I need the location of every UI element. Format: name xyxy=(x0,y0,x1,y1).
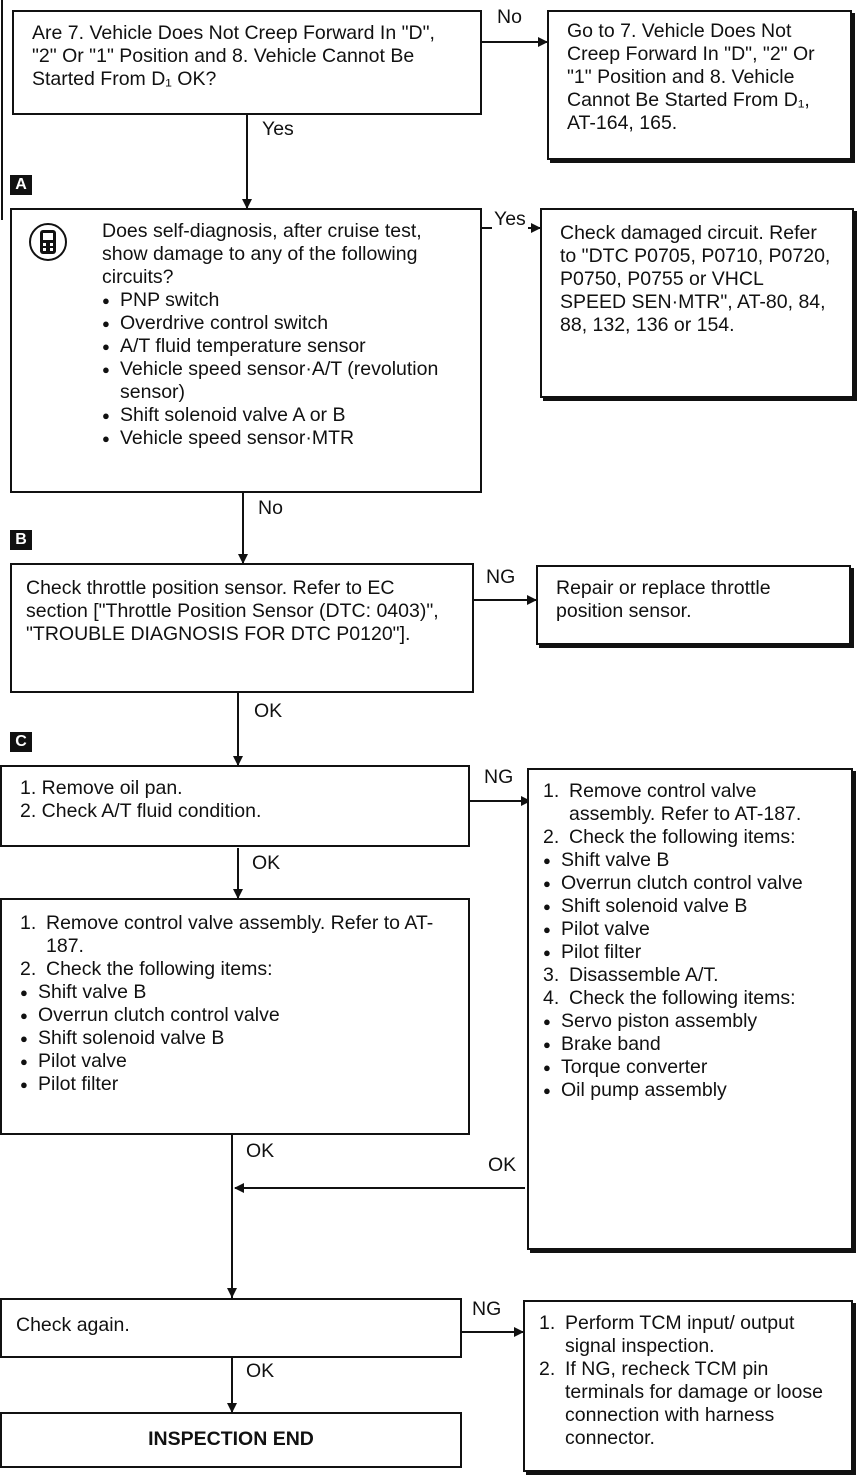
label-ng: NG xyxy=(470,1298,504,1320)
cv-right-step: 3.Disassemble A/T. xyxy=(543,964,719,986)
cv-left-item: Pilot filter xyxy=(20,1073,450,1096)
cv-right-item: Oil pump assembly xyxy=(543,1079,837,1102)
repair-tps-box: Repair or replace throttle position sens… xyxy=(536,565,851,645)
cv-right-step: 1.Remove control valve assembly. Refer t… xyxy=(543,780,802,825)
label-ng: NG xyxy=(482,766,516,788)
step-marker-b: B xyxy=(10,530,32,550)
goto-box-7-8: Go to 7. Vehicle Does Not Creep Forward … xyxy=(547,10,852,160)
label-ok: OK xyxy=(252,700,285,722)
tcm-inspection-box: 1.Perform TCM input/ output signal inspe… xyxy=(523,1300,853,1472)
circuit-list-item: Vehicle speed sensor·A/T (revolution sen… xyxy=(102,358,466,404)
cv-right-item: Torque converter xyxy=(543,1056,837,1079)
step-marker-a: A xyxy=(10,175,32,195)
label-no: No xyxy=(495,6,524,28)
cv-right-item: Servo piston assembly xyxy=(543,1010,837,1033)
diagnostic-tester-icon xyxy=(29,223,67,261)
cv-right-item: Overrun clutch control valve xyxy=(543,872,837,895)
cv-left-item: Shift solenoid valve B xyxy=(20,1027,450,1050)
circuit-list-item: A/T fluid temperature sensor xyxy=(102,335,466,358)
label-ok: OK xyxy=(250,852,283,874)
question-box-7-8: Are 7. Vehicle Does Not Creep Forward In… xyxy=(12,10,482,115)
cv-right-items-2: Servo piston assemblyBrake bandTorque co… xyxy=(543,1010,837,1102)
cv-right-steps-2: 3.Disassemble A/T. 4.Check the following… xyxy=(543,964,837,1010)
self-diagnosis-question-box: Does self-diagnosis, after cruise test, … xyxy=(10,208,482,493)
cv-right-item: Shift solenoid valve B xyxy=(543,895,837,918)
cv-right-item: Shift valve B xyxy=(543,849,837,872)
cv-left-step: 2.Check the following items: xyxy=(20,958,273,980)
oil-pan-step-1: 1. Remove oil pan. xyxy=(20,777,183,799)
label-ok: OK xyxy=(486,1154,519,1176)
cv-left-steps-1: 1.Remove control valve assembly. Refer t… xyxy=(20,912,450,981)
control-valve-box-right: 1.Remove control valve assembly. Refer t… xyxy=(527,768,853,1250)
check-damaged-circuit-box: Check damaged circuit. Refer to "DTC P07… xyxy=(540,208,854,398)
tcm-step: 1.Perform TCM input/ output signal inspe… xyxy=(539,1312,795,1357)
circuit-list-item: PNP switch xyxy=(102,289,466,312)
circuit-list-item: Shift solenoid valve A or B xyxy=(102,404,466,427)
check-tps-box: Check throttle position sensor. Refer to… xyxy=(10,563,474,693)
check-again-box: Check again. xyxy=(0,1298,462,1358)
label-ok: OK xyxy=(244,1140,277,1162)
label-ok: OK xyxy=(244,1360,277,1382)
cv-right-item: Pilot valve xyxy=(543,918,837,941)
control-valve-box-left: 1.Remove control valve assembly. Refer t… xyxy=(0,898,470,1135)
label-ng: NG xyxy=(484,566,518,588)
cv-right-step: 4.Check the following items: xyxy=(543,987,796,1009)
inspection-end-box: INSPECTION END xyxy=(0,1412,462,1468)
cv-left-items: Shift valve BOverrun clutch control valv… xyxy=(20,981,450,1096)
label-no: No xyxy=(256,497,285,519)
label-yes: Yes xyxy=(260,118,296,140)
self-diagnosis-question-text: Does self-diagnosis, after cruise test, … xyxy=(102,220,422,288)
cv-right-steps-1: 1.Remove control valve assembly. Refer t… xyxy=(543,780,837,849)
oil-pan-step-2: 2. Check A/T fluid condition. xyxy=(20,800,262,822)
tcm-steps: 1.Perform TCM input/ output signal inspe… xyxy=(539,1312,837,1450)
tcm-step: 2.If NG, recheck TCM pin terminals for d… xyxy=(539,1358,823,1449)
circuit-list-item: Vehicle speed sensor·MTR xyxy=(102,427,466,450)
cv-left-item: Pilot valve xyxy=(20,1050,450,1073)
cv-left-item: Overrun clutch control valve xyxy=(20,1004,450,1027)
cv-right-item: Brake band xyxy=(543,1033,837,1056)
cv-left-item: Shift valve B xyxy=(20,981,450,1004)
cv-right-step: 2.Check the following items: xyxy=(543,826,796,848)
cv-left-step: 1.Remove control valve assembly. Refer t… xyxy=(20,912,434,957)
circuit-list-item: Overdrive control switch xyxy=(102,312,466,335)
cv-right-item: Pilot filter xyxy=(543,941,837,964)
circuit-list: PNP switchOverdrive control switchA/T fl… xyxy=(102,289,466,450)
label-yes: Yes xyxy=(492,208,528,230)
cv-right-items-1: Shift valve BOverrun clutch control valv… xyxy=(543,849,837,964)
step-marker-c: C xyxy=(10,732,32,752)
oil-pan-box: 1. Remove oil pan. 2. Check A/T fluid co… xyxy=(0,765,470,847)
